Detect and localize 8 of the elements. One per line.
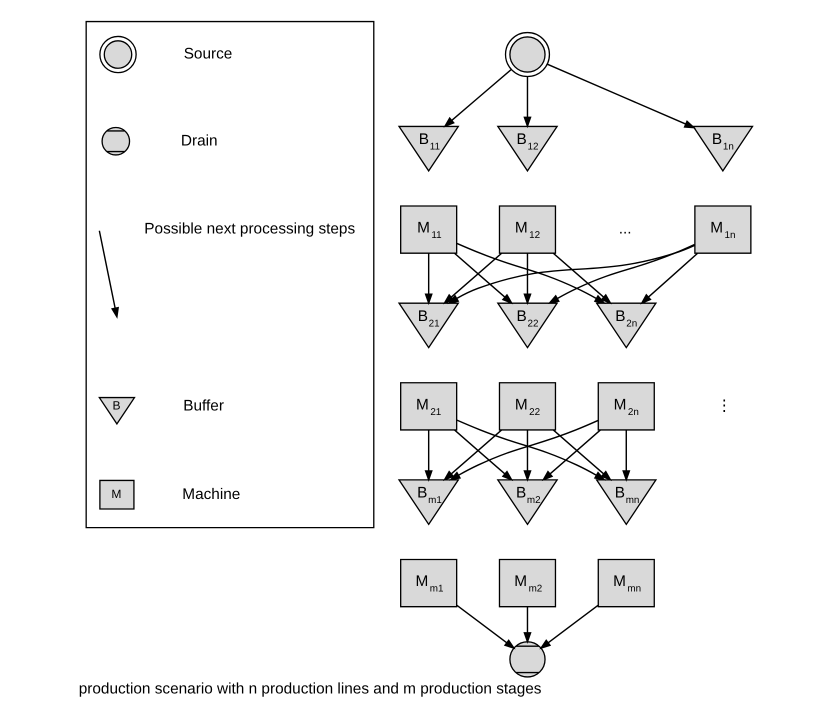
legend-label: Machine bbox=[182, 486, 240, 503]
legend-label: Buffer bbox=[183, 397, 224, 414]
caption: production scenario with n production lines and m production stages bbox=[78, 680, 542, 698]
legend-label: Drain bbox=[180, 132, 218, 150]
label: ... bbox=[618, 220, 632, 238]
label: ⋮ bbox=[716, 397, 732, 414]
legend-label: Possible next processing steps bbox=[144, 220, 356, 238]
legend-label: Source bbox=[184, 46, 232, 63]
